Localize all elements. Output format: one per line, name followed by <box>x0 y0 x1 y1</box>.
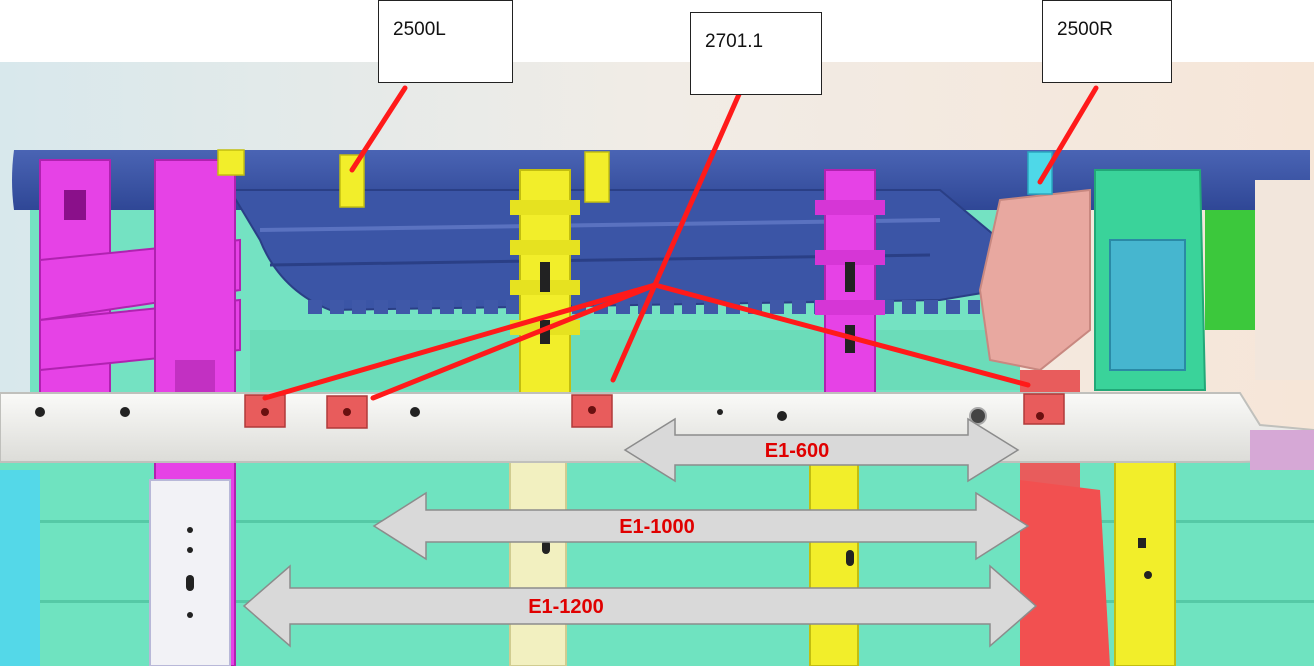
dim-label-e1-600: E1-600 <box>765 440 830 462</box>
leader-lines <box>262 85 1099 401</box>
leader-2500R <box>1037 85 1099 185</box>
callout-label-2500L: 2500L <box>393 19 446 40</box>
yellow-column-lower <box>509 449 567 666</box>
leader-2500L <box>349 85 408 173</box>
leader-2701-c <box>652 282 1031 388</box>
yellow-clip-3 <box>584 151 610 203</box>
green-mount-window <box>1109 239 1186 371</box>
callout-2500L: 2500L <box>378 0 513 83</box>
green-side-part <box>1205 210 1255 330</box>
callout-2500R: 2500R <box>1042 0 1172 83</box>
dim-label-e1-1200: E1-1200 <box>528 596 604 618</box>
cyan-edge-part <box>0 470 40 666</box>
leader-2701-main <box>610 89 743 383</box>
callout-2701-1: 2701.1 <box>690 12 822 95</box>
yellow-clip-1 <box>217 149 245 176</box>
red-bracket-4 <box>1023 393 1065 425</box>
leader-2701-b <box>370 282 658 401</box>
callout-label-2701-1: 2701.1 <box>705 31 764 52</box>
dim-label-e1-1000: E1-1000 <box>619 516 695 538</box>
cyan-clip-2500R <box>1027 151 1053 195</box>
salmon-bracket <box>978 188 1091 372</box>
callout-label-2500R: 2500R <box>1057 19 1113 40</box>
arrow-e1-1000 <box>372 491 1030 561</box>
yellow-clip-2500L <box>339 154 365 208</box>
dimension-arrows <box>242 417 1038 648</box>
yellow-column-far-right <box>1114 449 1176 666</box>
lower-left-column <box>149 479 231 666</box>
leader-2701-a <box>262 282 658 401</box>
rail-ribs <box>300 300 980 314</box>
arrow-e1-600 <box>623 417 1020 483</box>
arrow-e1-1200 <box>242 564 1038 648</box>
